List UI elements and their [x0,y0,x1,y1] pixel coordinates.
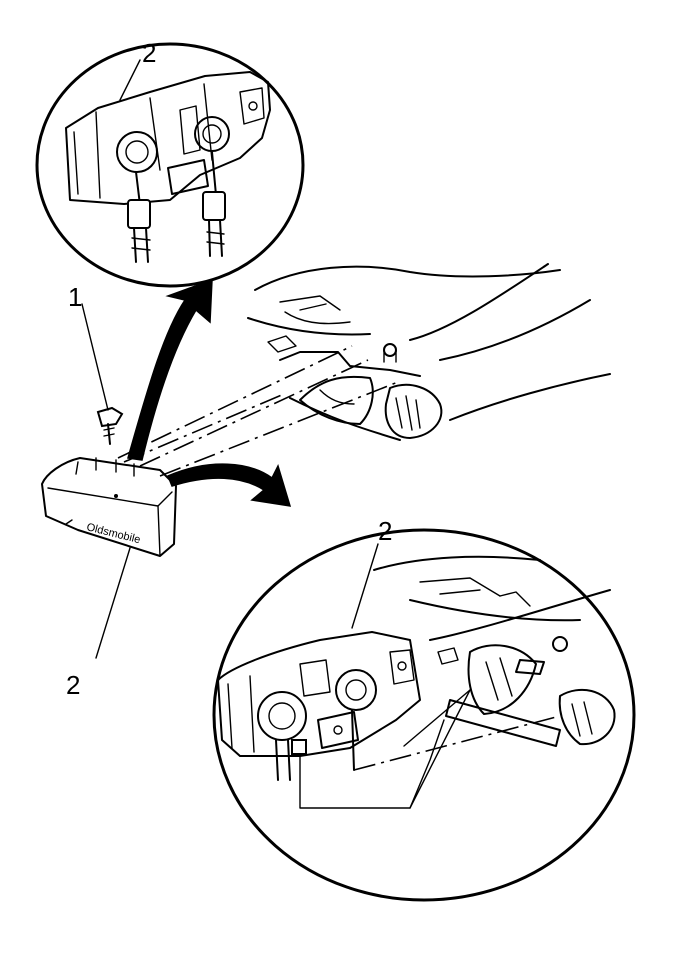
vehicle-front-corner [247,263,611,441]
leader-line-1 [81,303,109,411]
callout-2-bottom: 2 [378,516,393,546]
bottom-detail-leader-line [351,543,379,629]
bottom-detail-lamp-assembly [217,631,421,781]
bottom-detail-circle [212,528,636,902]
alignment-lines [117,345,399,477]
callout-2-top: 2 [142,38,157,68]
top-detail-leader-line [119,59,141,101]
curved-arrow-down [167,463,292,507]
curved-arrow-up [127,278,213,461]
lamp-brand-text: Oldsmobile [85,521,141,546]
top-detail-lamp-assembly [65,71,271,263]
callout-2-left: 2 [66,670,81,700]
lamp-assembly: Oldsmobile [41,457,177,557]
callout-1: 1 [68,282,83,312]
leader-line-2-left [95,547,131,659]
bolt [96,406,124,445]
top-detail-circle [35,42,305,288]
